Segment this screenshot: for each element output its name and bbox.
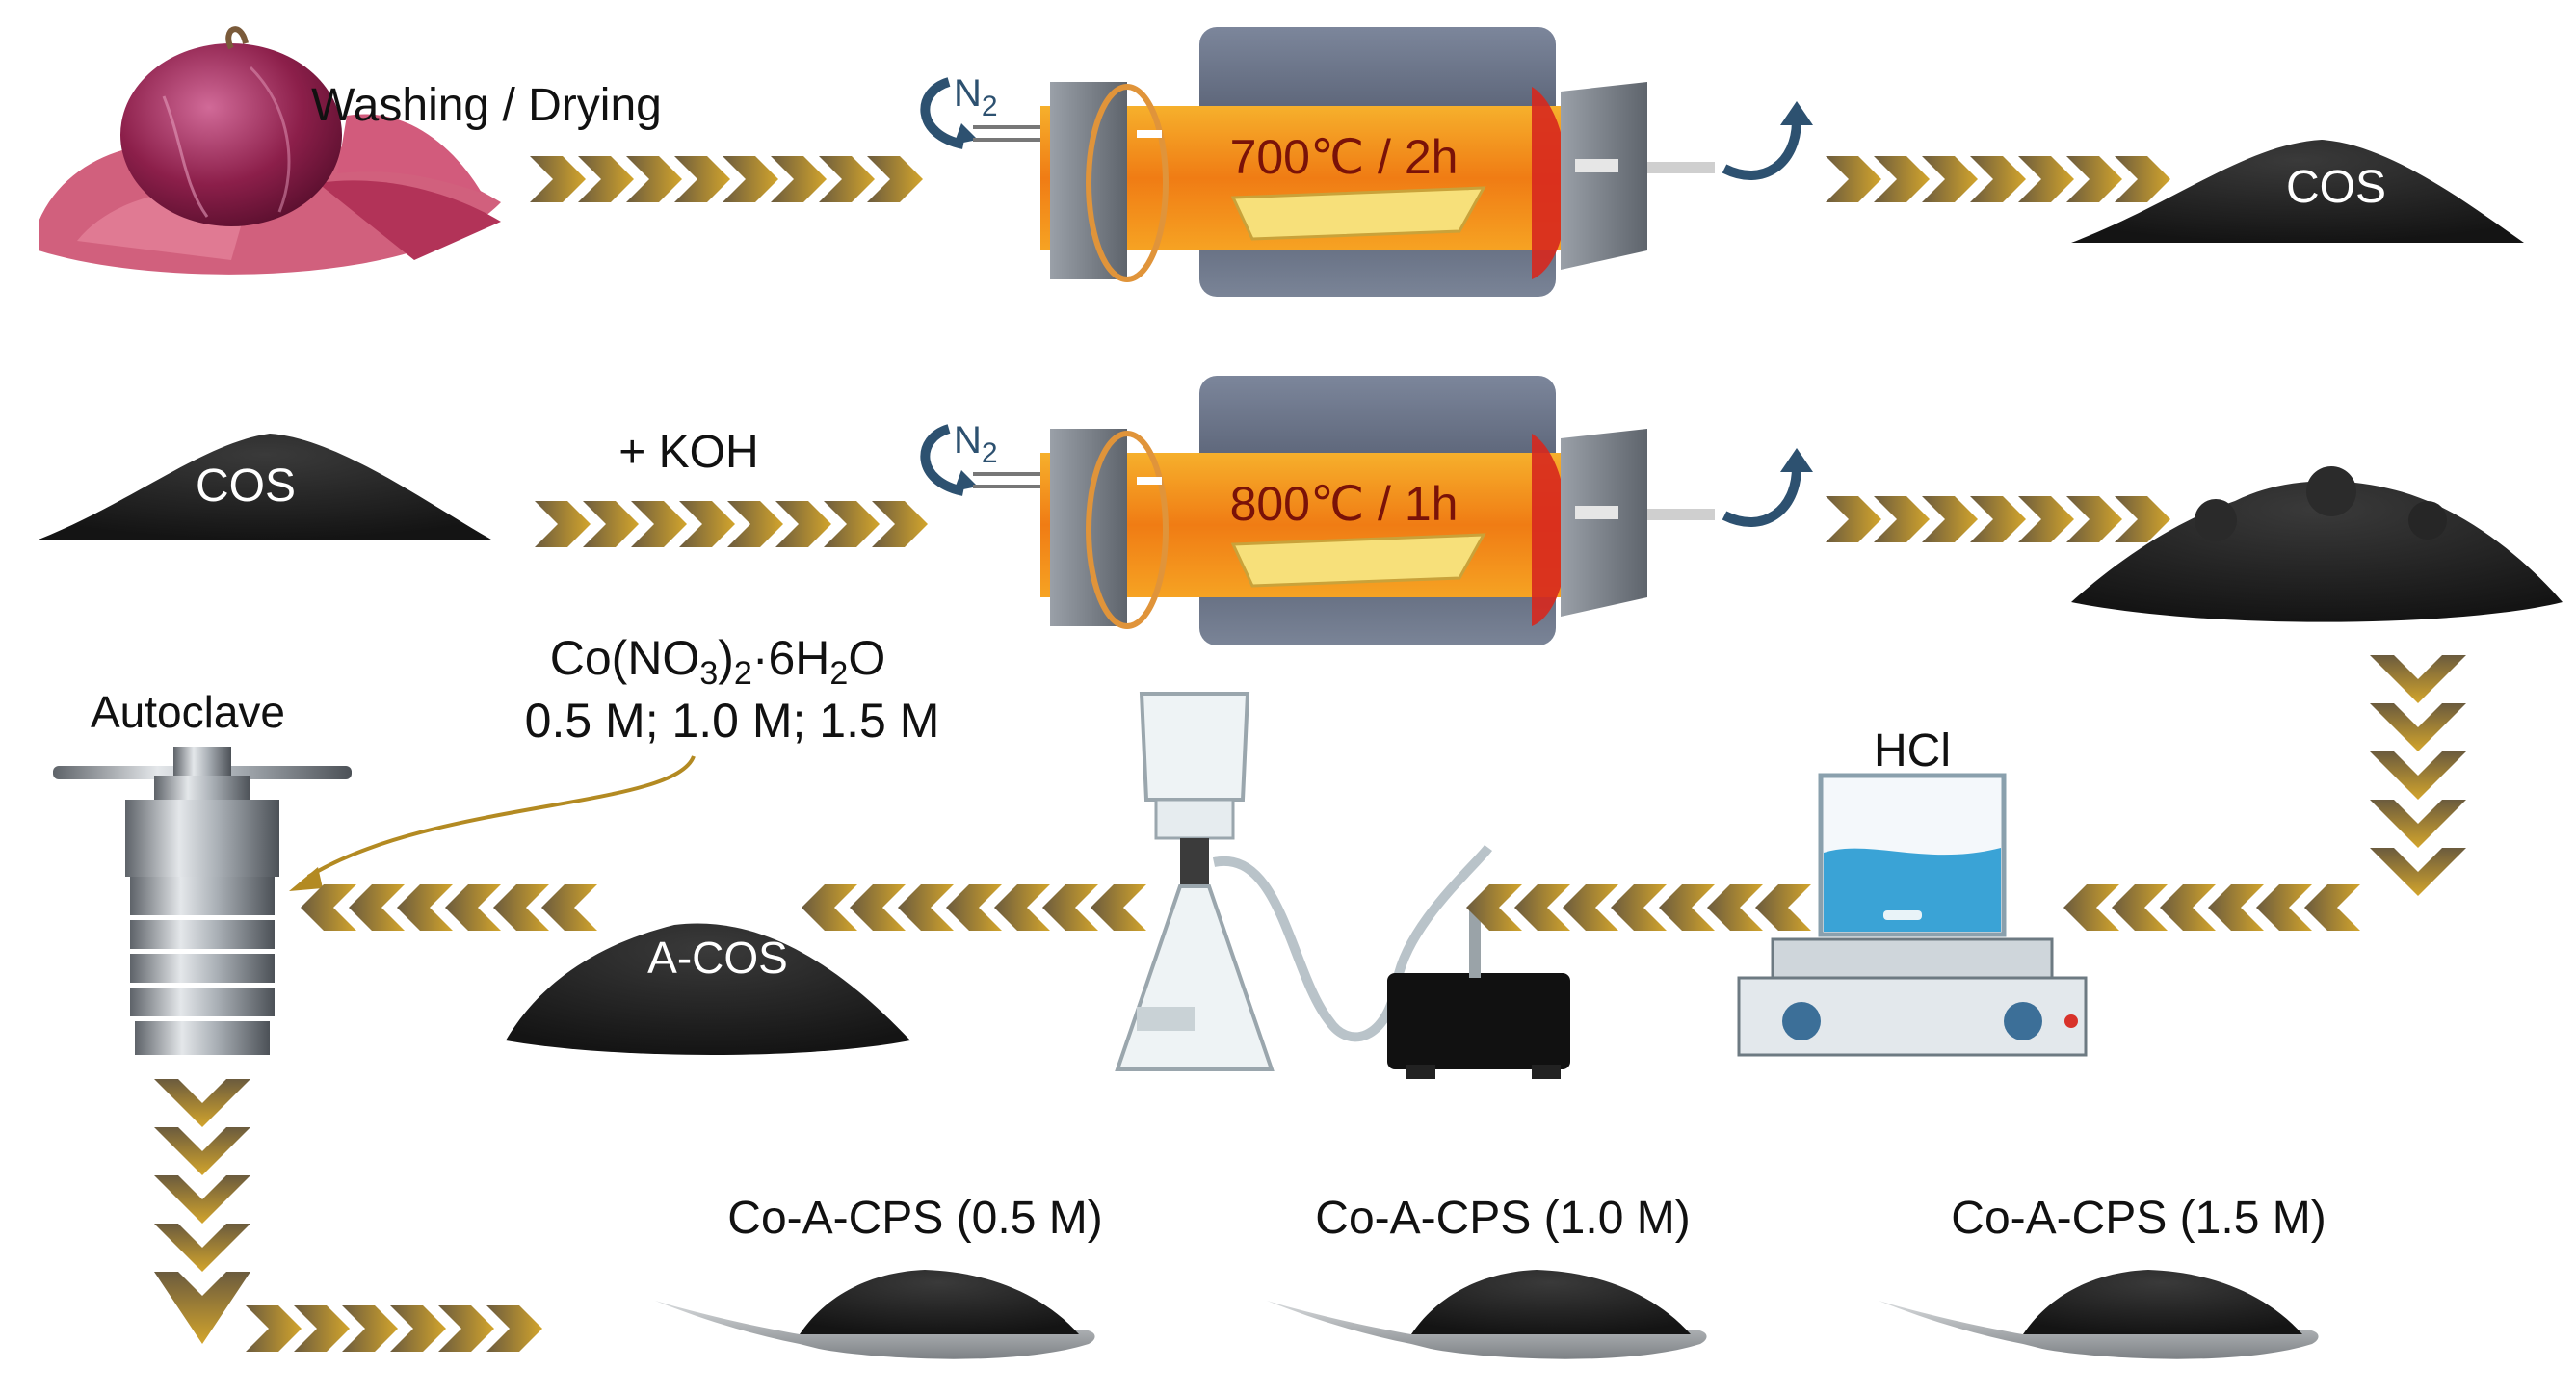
- vacuum-filtration-setup: [1115, 692, 1570, 1079]
- onion-peel-image: [39, 26, 501, 275]
- process-arrow: [301, 884, 597, 931]
- cos-powder-pile: [2071, 140, 2524, 243]
- product-label-1-5m: Co-A-CPS (1.5 M): [1951, 1193, 2326, 1244]
- n2-label-mid: N2: [954, 419, 998, 469]
- product-label-1-0m: Co-A-CPS (1.0 M): [1315, 1193, 1690, 1244]
- process-arrow-down: [154, 1079, 250, 1344]
- gas-outlet-icon: [1722, 448, 1813, 527]
- washing-drying-label: Washing / Drying: [311, 80, 662, 131]
- product-label-0-5m: Co-A-CPS (0.5 M): [727, 1193, 1102, 1244]
- concentration-label: 0.5 M; 1.0 M; 1.5 M: [525, 694, 940, 748]
- process-arrow: [1826, 496, 2170, 542]
- cos-powder-pile: [39, 434, 491, 540]
- process-arrow-down: [2370, 655, 2466, 896]
- a-cos-label: A-COS: [647, 933, 788, 983]
- process-arrow: [246, 1305, 542, 1352]
- spoon-with-powder-1-5m: [1879, 1270, 2319, 1359]
- cobalt-nitrate-label: Co(NO3)2·6H2O: [550, 631, 885, 692]
- process-arrow: [1826, 156, 2170, 202]
- spoon-with-powder-1-0m: [1267, 1270, 1707, 1359]
- activated-carbon-pile: [2071, 466, 2563, 622]
- koh-label: + KOH: [618, 427, 758, 478]
- tube-furnace-800: [1040, 376, 1715, 645]
- process-arrow: [1466, 884, 1811, 931]
- furnace-temp-800: 800℃ / 1h: [1230, 477, 1459, 531]
- autoclave-image: [53, 747, 352, 1055]
- autoclave-label: Autoclave: [91, 687, 285, 737]
- n2-inlet-icon: [920, 424, 1040, 496]
- n2-label-top: N2: [954, 72, 998, 122]
- a-cos-powder-pile: [506, 923, 910, 1055]
- process-arrow: [530, 156, 923, 202]
- hcl-label: HCl: [1874, 725, 1951, 777]
- spoon-with-powder-0-5m: [655, 1270, 1095, 1359]
- addition-pointer-arrow: [289, 755, 696, 891]
- hotplate-stirrer-with-hcl-beaker: [1737, 773, 2088, 1057]
- furnace-temp-700: 700℃ / 2h: [1230, 130, 1459, 184]
- process-arrow: [535, 501, 928, 547]
- process-arrow: [802, 884, 1146, 931]
- gas-outlet-icon: [1722, 101, 1813, 180]
- n2-inlet-icon: [920, 77, 1040, 149]
- tube-furnace-700: [1040, 27, 1715, 297]
- cos-label-top: COS: [2286, 162, 2386, 213]
- cos-label-left: COS: [196, 461, 296, 512]
- process-arrow: [2063, 884, 2360, 931]
